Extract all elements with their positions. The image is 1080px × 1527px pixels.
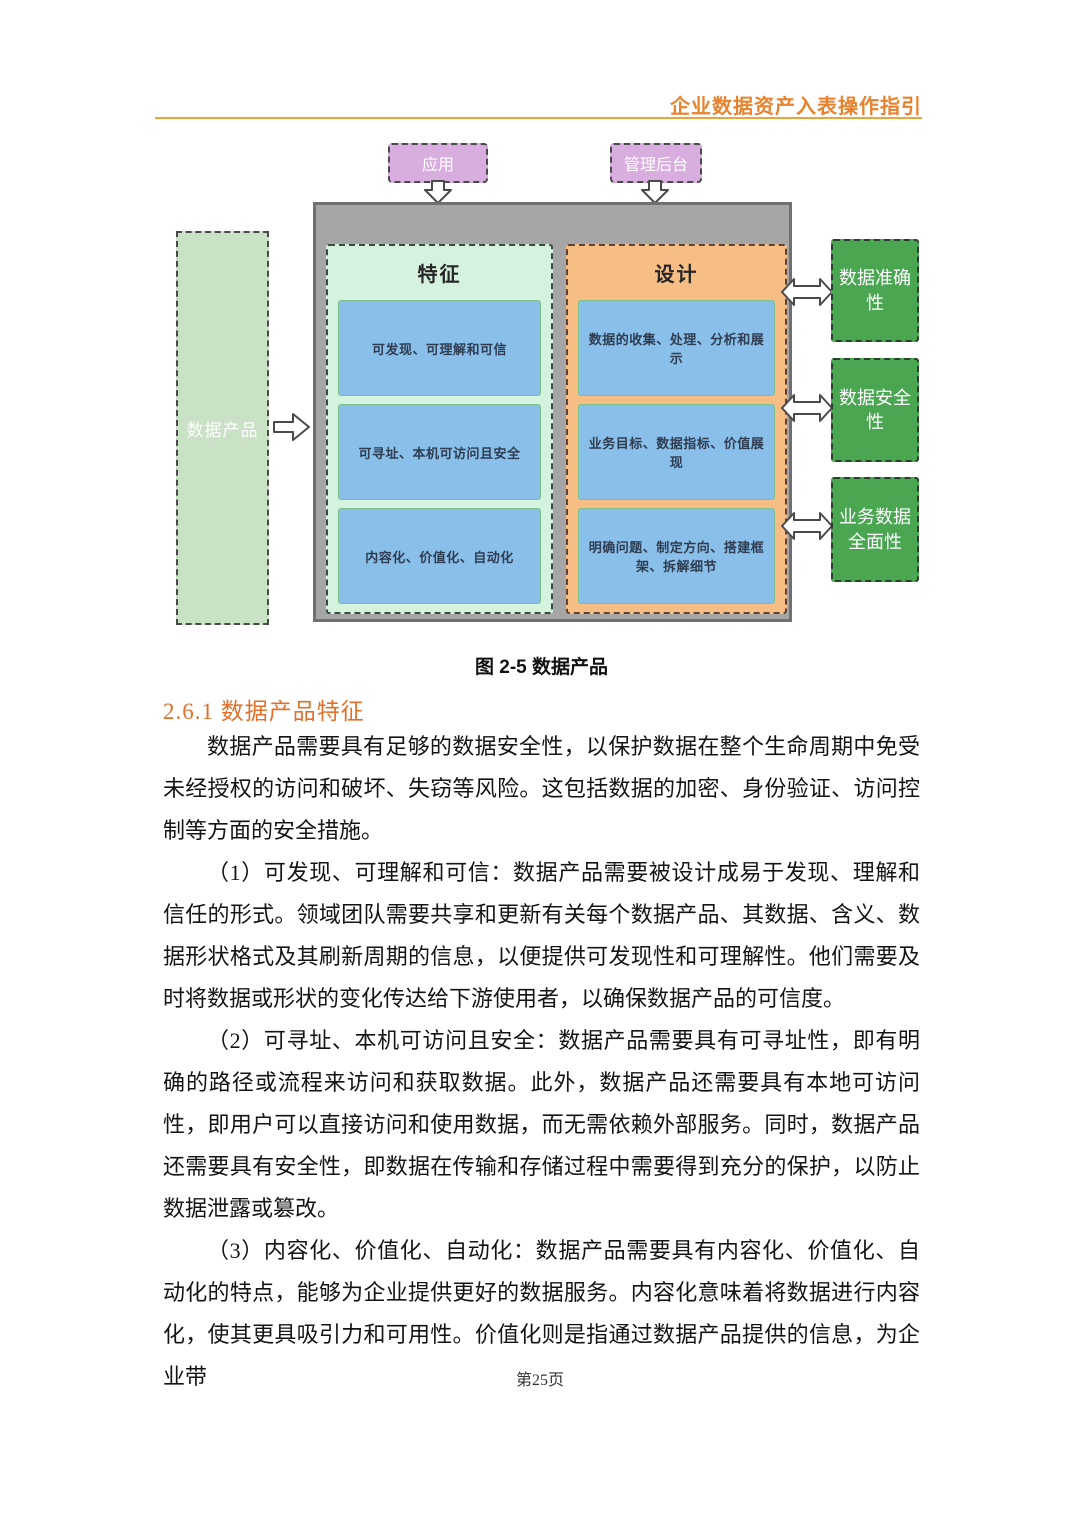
paragraph: （1）可发现、可理解和可信：数据产品需要被设计成易于发现、理解和信任的形式。领域… [163, 860, 920, 1011]
page-header-title: 企业数据资产入表操作指引 [670, 96, 922, 118]
down-arrow-icon [423, 180, 453, 204]
paragraph: （2）可寻址、本机可访问且安全：数据产品需要具有可寻址性，即有明确的路径或流程来… [163, 1028, 920, 1221]
down-arrow-icon [640, 180, 670, 204]
header-rule [155, 117, 922, 119]
figure-caption: 图 2-5 数据产品 [474, 657, 609, 678]
node-admin-backend: 管理后台 [610, 143, 702, 183]
feature-item: 可发现、可理解和可信 [338, 300, 541, 396]
feature-item: 可寻址、本机可访问且安全 [338, 404, 541, 500]
column-features-header: 特征 [417, 263, 462, 286]
column-features: 特征 可发现、可理解和可信 可寻址、本机可访问且安全 内容化、价值化、自动化 [326, 244, 553, 614]
feature-item: 内容化、价值化、自动化 [338, 508, 541, 604]
section-heading: 2.6.1 数据产品特征 [163, 699, 365, 724]
design-item: 业务目标、数据指标、价值展现 [578, 404, 775, 500]
node-data-accuracy: 数据准确性 [831, 239, 919, 342]
double-arrow-icon [781, 277, 833, 307]
paragraph: 数据产品需要具有足够的数据安全性，以保护数据在整个生命周期中免受未经授权的访问和… [163, 734, 920, 843]
node-application: 应用 [388, 143, 488, 183]
column-design-body: 数据的收集、处理、分析和展示 业务目标、数据指标、价值展现 明确问题、制定方向、… [568, 298, 785, 604]
node-business-data-completeness: 业务数据全面性 [831, 477, 919, 582]
page-number: 第25页 [515, 1372, 564, 1389]
column-design-header: 设计 [654, 263, 699, 286]
double-arrow-icon [781, 393, 833, 423]
section-body: 数据产品需要具有足够的数据安全性，以保护数据在整个生命周期中免受未经授权的访问和… [163, 726, 920, 1398]
right-arrow-icon [273, 412, 311, 442]
column-design: 设计 数据的收集、处理、分析和展示 业务目标、数据指标、价值展现 明确问题、制定… [566, 244, 787, 614]
node-data-security: 数据安全性 [831, 358, 919, 462]
double-arrow-icon [781, 511, 833, 541]
node-data-product: 数据产品 [176, 231, 269, 625]
column-features-body: 可发现、可理解和可信 可寻址、本机可访问且安全 内容化、价值化、自动化 [328, 298, 551, 604]
paragraph: （3）内容化、价值化、自动化：数据产品需要具有内容化、价值化、自动化的特点，能够… [163, 1238, 920, 1389]
figure-2-5-diagram: 应用 管理后台 数据产品 特征 可发现、可理解和可信 [0, 0, 1080, 650]
design-item: 明确问题、制定方向、搭建框架、拆解细节 [578, 508, 775, 604]
design-item: 数据的收集、处理、分析和展示 [578, 300, 775, 396]
